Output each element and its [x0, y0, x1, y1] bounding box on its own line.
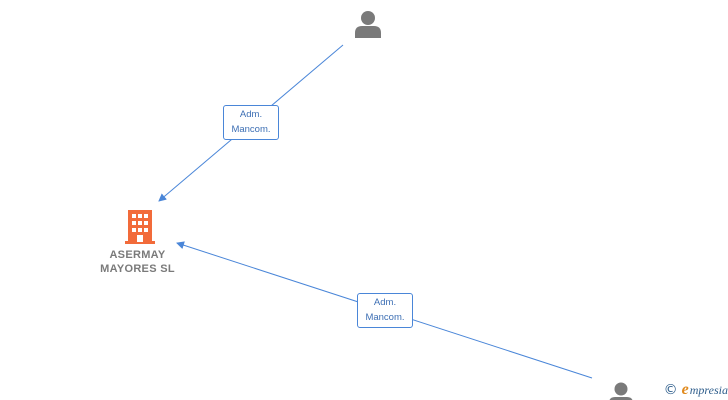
- company-name-line2: MAYORES SL: [100, 263, 175, 275]
- person-icon[interactable]: [355, 11, 381, 38]
- edge-label-line1: Adm.: [239, 109, 263, 120]
- person-icon[interactable]: [609, 382, 633, 400]
- edge-label-adm-mancom[interactable]: Adm. Mancom.: [357, 293, 413, 328]
- company-name-line1: ASERMAY: [109, 249, 166, 261]
- empresia-logo: © e mpresia: [664, 380, 728, 400]
- brand-e-letter: e: [681, 381, 689, 398]
- brand-name: mpresia: [689, 382, 728, 397]
- edge-label-line2: Mancom.: [231, 124, 271, 135]
- edge-label-line1: Adm.: [373, 297, 397, 308]
- edge-label-line2: Mancom.: [365, 312, 405, 323]
- edge-label-adm-mancom[interactable]: Adm. Mancom.: [223, 105, 279, 140]
- company-name[interactable]: ASERMAY MAYORES SL: [80, 248, 195, 276]
- building-icon[interactable]: [125, 210, 155, 244]
- copyright-icon: ©: [663, 382, 678, 398]
